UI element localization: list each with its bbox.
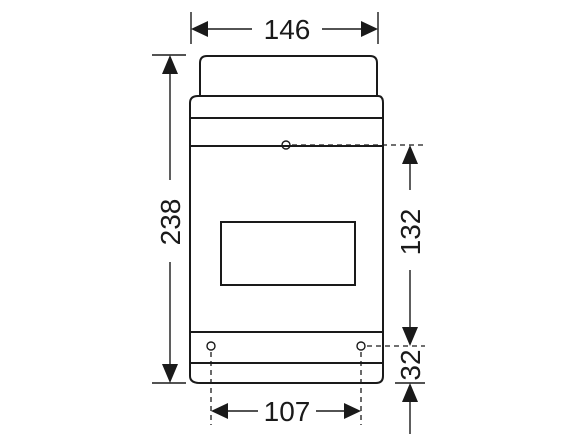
arrow-down-icon bbox=[402, 327, 418, 346]
width-dimension: 146 bbox=[190, 12, 379, 45]
height-dimension: 238 bbox=[152, 54, 186, 384]
viewing-window bbox=[220, 221, 356, 286]
projection-lines bbox=[210, 144, 425, 425]
enclosure-body bbox=[189, 95, 384, 384]
mount-horizontal-label: 107 bbox=[264, 396, 311, 427]
arrow-left-icon bbox=[211, 403, 228, 419]
mount-vertical-dimension: 132 bbox=[395, 145, 426, 346]
arrow-right-icon bbox=[361, 21, 378, 37]
arrow-up-icon bbox=[402, 383, 418, 402]
mount-bottom-label: 32 bbox=[395, 349, 426, 380]
enclosure-lid bbox=[199, 55, 378, 96]
arrow-right-icon bbox=[344, 403, 361, 419]
enclosure-outline bbox=[189, 55, 384, 384]
width-label: 146 bbox=[264, 14, 311, 45]
mounting-hole-top bbox=[281, 140, 291, 150]
mount-horizontal-dimension: 107 bbox=[211, 396, 361, 427]
arrow-up-icon bbox=[162, 55, 178, 74]
arrow-up-icon bbox=[402, 145, 418, 164]
height-label: 238 bbox=[155, 199, 186, 246]
mount-vertical-label: 132 bbox=[395, 209, 426, 256]
mounting-hole-bottom-left bbox=[206, 341, 216, 351]
arrow-left-icon bbox=[191, 21, 208, 37]
mounting-hole-bottom-right bbox=[356, 341, 366, 351]
arrow-down-icon bbox=[162, 364, 178, 383]
mount-bottom-dimension: 32 bbox=[395, 349, 426, 434]
